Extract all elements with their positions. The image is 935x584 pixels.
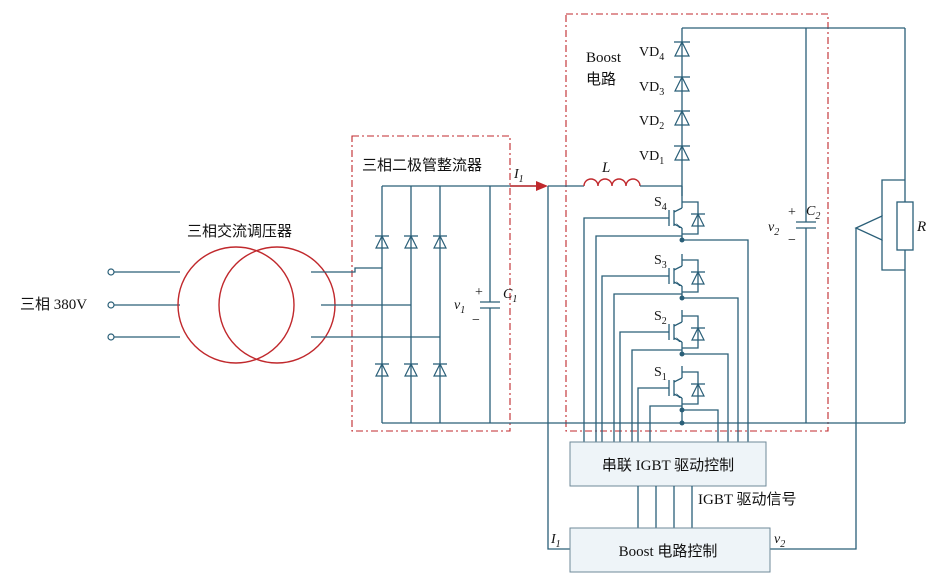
- vd4-label: VD4: [639, 45, 664, 63]
- vd2-label: VD2: [639, 114, 664, 132]
- diode-icon: [674, 75, 690, 92]
- load-label: R: [916, 219, 926, 235]
- igbt-cell: [660, 254, 705, 301]
- diode-icon: [674, 109, 690, 126]
- junction-dot: [679, 420, 685, 426]
- gate-wire: [682, 353, 729, 442]
- boost-title-line2: 电路: [586, 71, 616, 88]
- igbt-stack: [660, 186, 705, 426]
- s2-label: S2: [654, 309, 667, 327]
- igbt-signal-bus: [637, 486, 693, 528]
- ctrl-v2-label: v2: [774, 532, 785, 550]
- inductor-label: L: [601, 160, 610, 176]
- c1-minus: −: [472, 313, 480, 328]
- s4-label: S4: [654, 195, 667, 213]
- gate-wire: [631, 349, 682, 442]
- gate-wire: [682, 239, 749, 442]
- i1-label: I1: [513, 167, 524, 185]
- diode-icon: [433, 362, 447, 377]
- boost-control-label: Boost 电路控制: [619, 543, 718, 560]
- c1-label: C1: [503, 287, 517, 305]
- freewheel-loop: [682, 371, 699, 405]
- c1-plus: +: [475, 285, 483, 300]
- gate-drive-wires: [583, 217, 749, 442]
- diode-icon: [404, 362, 418, 377]
- igbt-cell: [660, 196, 705, 243]
- freewheel-loop: [682, 201, 699, 235]
- boost-boundary: [565, 13, 829, 432]
- collector-lead: [673, 207, 683, 213]
- vd3-label: VD3: [639, 80, 664, 98]
- diode-icon: [691, 326, 705, 341]
- emitter-arrow-icon: [676, 223, 682, 228]
- gate-wire: [613, 293, 682, 442]
- diode-icon: [404, 234, 418, 249]
- inductor-icon: [583, 178, 641, 187]
- igbt-signal-label: IGBT 驱动信号: [698, 491, 796, 508]
- gate-wire: [637, 387, 660, 442]
- gate-wire: [619, 331, 660, 442]
- diode-icon: [375, 234, 389, 249]
- emitter-arrow-icon: [676, 337, 682, 342]
- collector-lead: [673, 265, 683, 271]
- diode-icon: [691, 270, 705, 285]
- c2-label: C2: [806, 204, 820, 222]
- c2-minus: −: [788, 233, 796, 248]
- c2-plus: +: [788, 205, 796, 220]
- load-resistor: [896, 28, 914, 423]
- boost-title-line1: Boost: [586, 50, 622, 66]
- igbt-driver-label: 串联 IGBT 驱动控制: [602, 457, 734, 474]
- ctrl-i1-label: I1: [550, 532, 561, 550]
- diode-icon: [691, 382, 705, 397]
- diode-icon: [375, 362, 389, 377]
- vd1-label: VD1: [639, 149, 664, 167]
- igbt-driver-block: 串联 IGBT 驱动控制: [569, 441, 767, 487]
- three-phase-input: [107, 268, 180, 341]
- gate-wire: [601, 275, 660, 442]
- collector-lead: [673, 321, 683, 327]
- diode-icon: [674, 144, 690, 161]
- gate-wire: [583, 217, 660, 442]
- gate-wire: [682, 409, 719, 442]
- rectifier-label: 三相二极管整流器: [362, 157, 482, 174]
- v2-label: v2: [768, 220, 779, 238]
- gate-wire: [682, 297, 739, 442]
- igbt-cell: [660, 366, 705, 413]
- emitter-arrow-icon: [676, 281, 682, 286]
- v1-label: v1: [454, 298, 465, 316]
- freewheel-loop: [682, 259, 699, 293]
- freewheel-loop: [682, 315, 699, 349]
- gate-wire: [649, 405, 682, 442]
- collector-lead: [673, 377, 683, 383]
- diode-string: [674, 40, 690, 161]
- diode-icon: [433, 234, 447, 249]
- transformer-label: 三相交流调压器: [187, 222, 292, 240]
- voltage-sensor-icon: [770, 179, 905, 550]
- capacitor-c2: [796, 28, 816, 423]
- boost-control-block: Boost 电路控制: [569, 527, 771, 573]
- gate-wire: [595, 235, 682, 442]
- input-label: 三相 380V: [20, 296, 87, 313]
- diode-icon: [691, 212, 705, 227]
- s1-label: S1: [654, 365, 667, 383]
- igbt-cell: [660, 310, 705, 357]
- s3-label: S3: [654, 253, 667, 271]
- current-arrow-icon: [536, 181, 548, 191]
- transformer-symbol: [177, 246, 336, 364]
- capacitor-c1: [480, 186, 500, 423]
- rectifier-boundary: [351, 135, 511, 432]
- diode-icon: [674, 40, 690, 57]
- emitter-arrow-icon: [676, 393, 682, 398]
- rectifier-bridge: [375, 186, 447, 423]
